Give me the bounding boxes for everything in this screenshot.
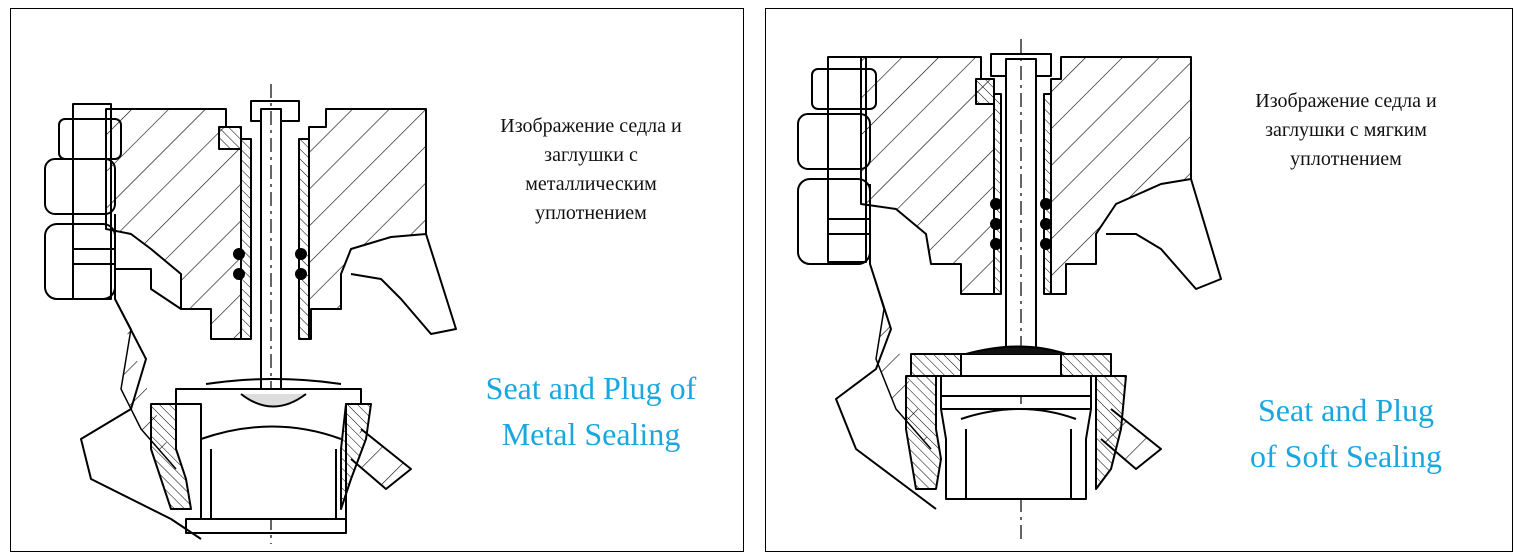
packing-gland — [218, 126, 252, 340]
caption-line: металлическим — [525, 173, 657, 195]
soft-seal-valve-drawing — [797, 39, 1222, 544]
caption-line: Изображение седла и — [500, 115, 682, 137]
soft-sealing-panel: Изображение седла и заглушки с мягким уп… — [765, 8, 1513, 552]
metal-seal-valve-drawing — [44, 84, 457, 544]
caption-line: уплотнением — [1290, 148, 1402, 170]
russian-caption: Изображение седла и заглушки с мягким уп… — [1221, 87, 1471, 174]
english-caption: Seat and Plug of Metal Sealing — [451, 365, 731, 457]
caption-line: заглушки с — [544, 144, 638, 166]
caption-line: of Soft Sealing — [1250, 438, 1442, 474]
caption-line: Metal Sealing — [501, 416, 681, 452]
stud-bolt — [827, 56, 867, 263]
russian-caption: Изображение седла и заглушки с металличе… — [466, 112, 716, 228]
valve-body-right — [350, 233, 457, 335]
seat-ring — [185, 518, 347, 534]
caption-line: Seat and Plug — [1258, 392, 1434, 428]
caption-line: Seat and Plug of — [485, 370, 697, 406]
plug-head — [175, 388, 362, 520]
caption-line: уплотнением — [535, 202, 647, 224]
metal-sealing-panel: Изображение седла и заглушки с металличе… — [10, 8, 744, 552]
caption-line: заглушки с мягким — [1265, 119, 1427, 141]
plug-head — [940, 408, 1092, 500]
caption-line: Изображение седла и — [1255, 90, 1437, 112]
bonnet-section-right — [308, 108, 427, 340]
bonnet-section — [860, 56, 995, 295]
english-caption: Seat and Plug of Soft Sealing — [1211, 387, 1481, 479]
soft-seal-ring — [940, 375, 1092, 397]
valve-body-right — [1106, 178, 1222, 290]
bonnet-section-right — [1050, 56, 1192, 295]
packing-gland-right — [298, 138, 310, 340]
